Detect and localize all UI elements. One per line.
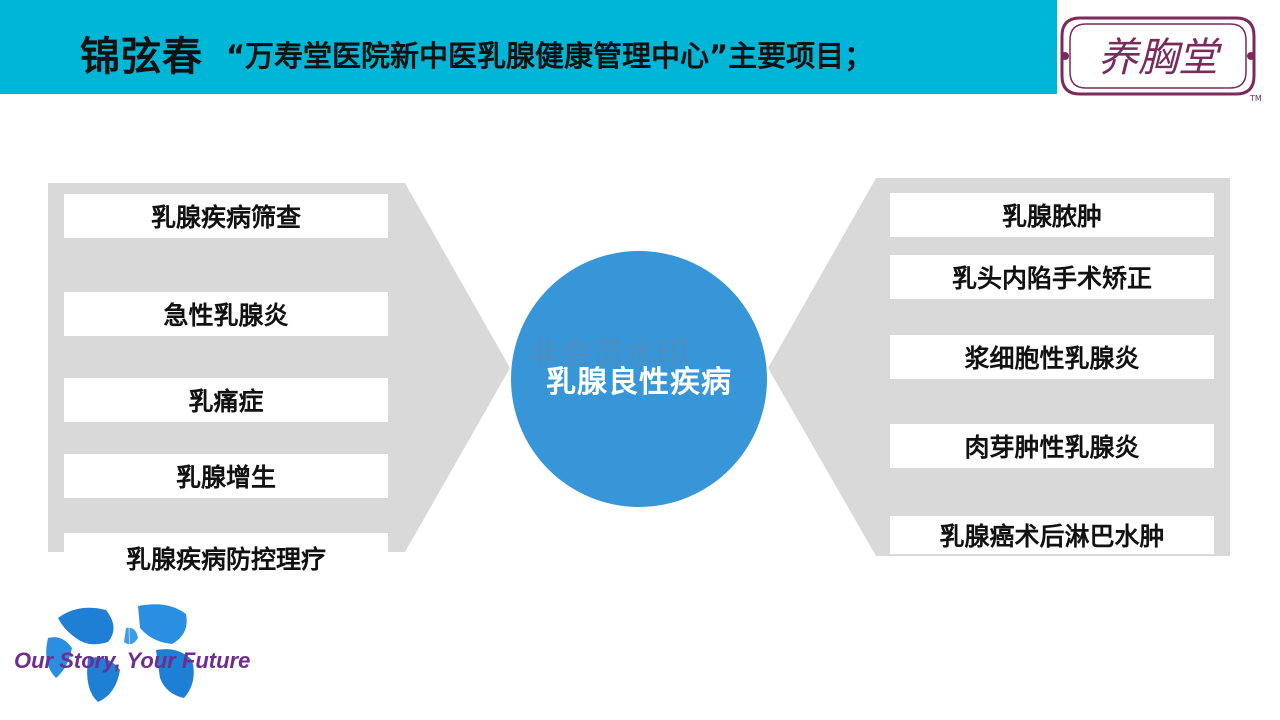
page-title: 锦弦春: [80, 34, 203, 80]
right-item: 浆细胞性乳腺炎: [890, 335, 1214, 379]
left-item: 乳腺疾病筛查: [64, 194, 388, 238]
right-item: 乳腺癌术后淋巴水肿: [890, 516, 1214, 554]
right-item: 乳头内陷手术矫正: [890, 255, 1214, 299]
logo-text: 养胸堂: [1098, 35, 1223, 81]
left-item: 急性乳腺炎: [64, 292, 388, 336]
trademark: TM: [1250, 94, 1262, 103]
page-subtitle: “万寿堂医院新中医乳腺健康管理中心”主要项目；: [226, 39, 874, 73]
center-circle: 乳腺良性疾病: [511, 251, 767, 507]
center-label: 乳腺良性疾病: [546, 365, 732, 400]
left-item: 乳腺疾病防控理疗: [64, 533, 388, 583]
right-item: 肉芽肿性乳腺炎: [890, 424, 1214, 468]
title-bar: [0, 0, 1057, 94]
right-item: 乳腺脓肿: [890, 193, 1214, 237]
logo: 养胸堂: [1060, 16, 1256, 96]
left-item: 乳痛症: [64, 378, 388, 422]
tagline: Our Story, Your Future: [14, 648, 251, 673]
globe-icon: [46, 601, 194, 707]
left-item: 乳腺增生: [64, 454, 388, 498]
